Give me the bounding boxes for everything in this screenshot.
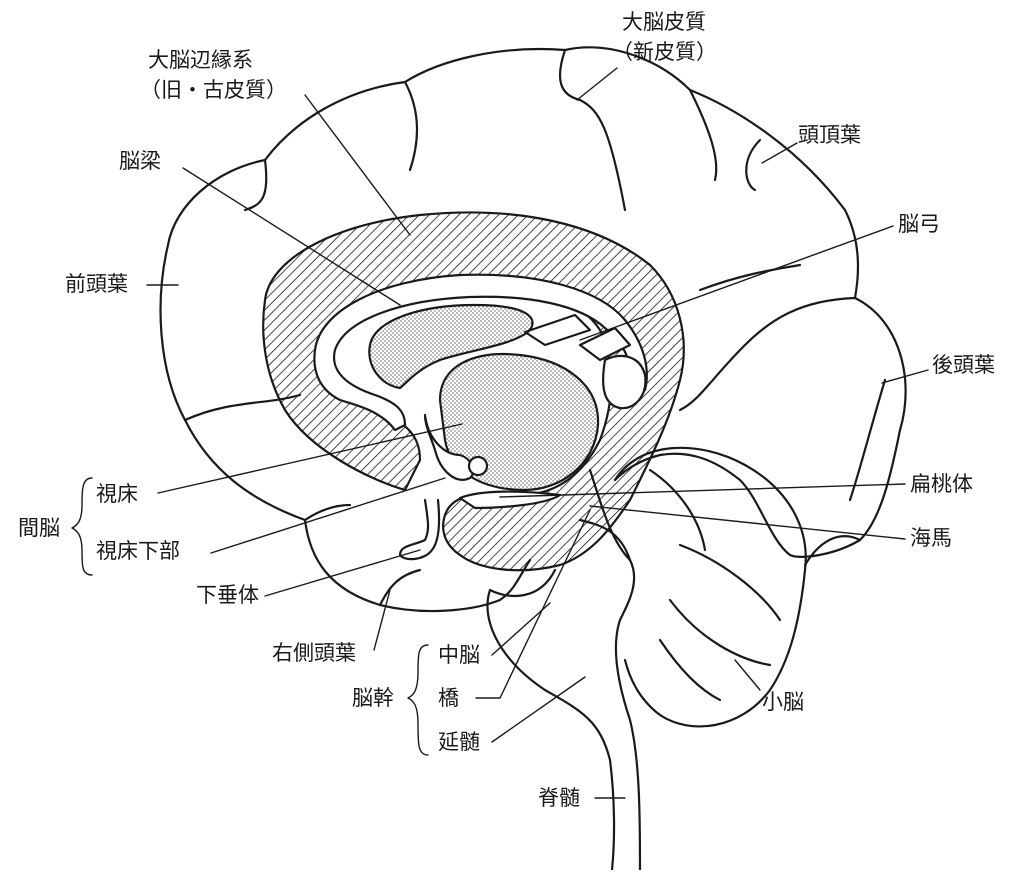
sulcus (560, 50, 625, 210)
label-neocortex: （新皮質） (612, 42, 717, 63)
label-old-cortex: （旧・古皮質） (140, 80, 287, 101)
sulcus (380, 570, 420, 605)
sulcus (305, 505, 350, 520)
sulcus (850, 380, 885, 500)
cerebellum-folia (680, 545, 780, 620)
label-midbrain: 中脳 (438, 645, 480, 666)
diencephalon-brace (72, 478, 92, 575)
label-spinal-cord: 脊髄 (538, 788, 580, 809)
label-pons: 橋 (438, 688, 459, 709)
label-fornix: 脳弓 (898, 214, 940, 235)
sulcus (805, 536, 860, 565)
label-hippocampus: 海馬 (910, 528, 952, 549)
label-cerebral-cortex: 大脳皮質 (622, 12, 706, 33)
label-diencephalon: 間脳 (18, 518, 60, 539)
label-limbic-system: 大脳辺縁系 (148, 50, 253, 71)
sulcus (690, 90, 716, 180)
sulcus (245, 160, 266, 210)
label-occipital-lobe: 後頭葉 (932, 355, 995, 376)
label-frontal-lobe: 前頭葉 (65, 274, 128, 295)
label-hypothalamus: 視床下部 (96, 541, 180, 562)
label-amygdala: 扁桃体 (910, 474, 973, 495)
label-cerebellum: 小脳 (762, 692, 804, 713)
brainstem-brace (408, 645, 428, 755)
label-pituitary: 下垂体 (196, 585, 259, 606)
label-parietal-lobe: 頭頂葉 (798, 125, 861, 146)
label-brainstem: 脳幹 (352, 688, 394, 709)
brainstem-outline (487, 570, 614, 870)
label-temporal-lobe: 右側頭葉 (272, 643, 356, 664)
cerebellum-folia (660, 640, 720, 700)
fornix-tail (603, 356, 645, 408)
sulcus (746, 140, 760, 190)
sulcus (680, 298, 855, 410)
label-thalamus: 視床 (96, 484, 138, 505)
hypothalamus-node (469, 457, 487, 475)
cerebellum-folia (650, 470, 705, 550)
cerebellum-folia (670, 600, 770, 665)
label-medulla: 延髄 (438, 732, 480, 753)
label-corpus-callosum: 脳梁 (119, 151, 161, 172)
sulcus (405, 82, 417, 170)
